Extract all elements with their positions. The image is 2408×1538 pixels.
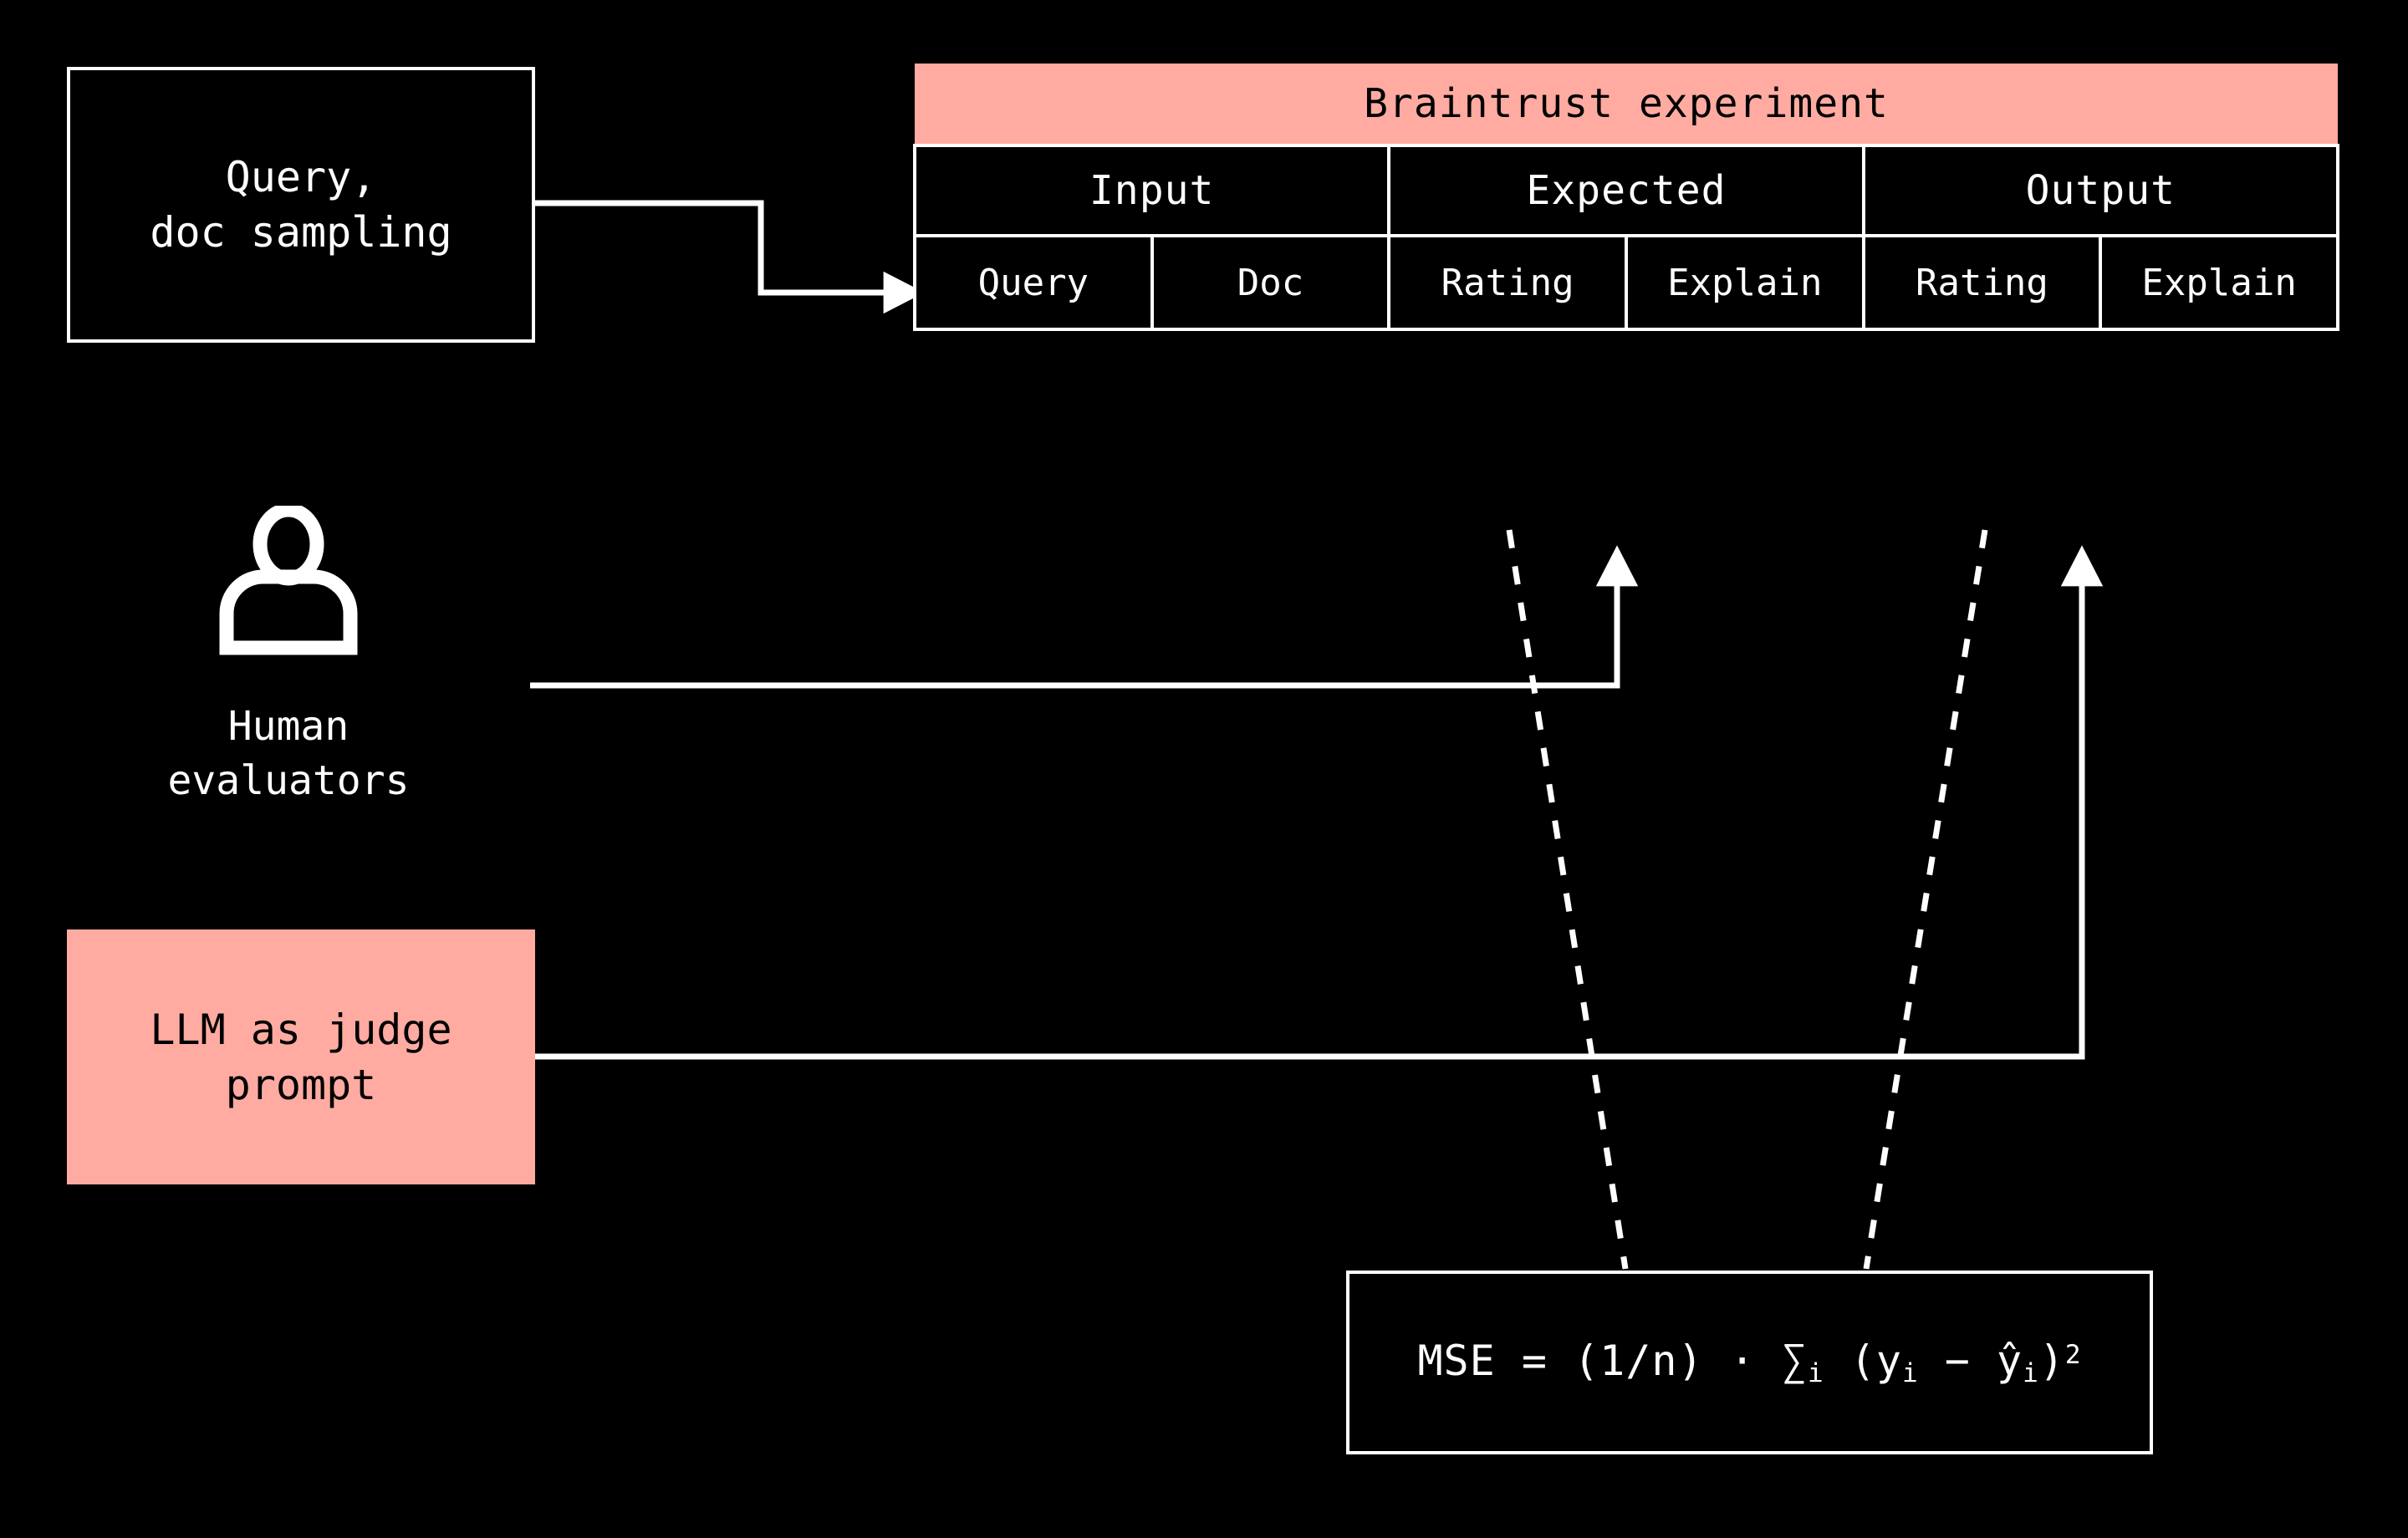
connector-llm-to-output-rating xyxy=(535,545,2104,1060)
field-input-doc: Doc xyxy=(1150,234,1391,331)
connector-human-to-expected-rating xyxy=(530,545,1639,689)
mse-minus: − xyxy=(1918,1337,1997,1386)
mse-yhat-subscript: i xyxy=(2023,1357,2039,1388)
table-group-row: Input Expected Output xyxy=(912,144,2340,237)
field-expected-rating: Rating xyxy=(1387,234,1628,331)
mse-sigma-subscript: i xyxy=(1808,1357,1824,1388)
column-group-input: Input xyxy=(912,144,1391,237)
field-output-rating: Rating xyxy=(1861,234,2103,331)
field-expected-explain: Explain xyxy=(1624,234,1865,331)
experiment-banner-title: Braintrust experiment xyxy=(915,64,2338,145)
mse-formula-text: MSE = (1/n) · ∑i (yi − ŷi)2 xyxy=(1417,1337,2081,1388)
column-group-output: Output xyxy=(1861,144,2340,237)
person-icon xyxy=(219,506,358,655)
connector-query-to-table xyxy=(535,200,925,314)
connector-expected-rating-to-mse xyxy=(1506,529,1629,1270)
mse-open-paren: (y xyxy=(1824,1337,1902,1386)
braintrust-experiment-table: Braintrust experiment Input Expected Out… xyxy=(912,64,2340,331)
field-output-explain: Explain xyxy=(2099,234,2339,331)
field-input-query: Query xyxy=(913,234,1154,331)
mse-lead: MSE = (1/n) · xyxy=(1417,1337,1782,1386)
table-banner-row: Braintrust experiment xyxy=(915,64,2338,145)
table-field-row: Query Doc Rating Explain Rating Explain xyxy=(913,234,2339,331)
mse-y-subscript: i xyxy=(1901,1357,1919,1388)
human-evaluators-node: Human evaluators xyxy=(142,506,435,808)
mse-exponent: 2 xyxy=(2064,1340,2082,1371)
mse-yhat: ŷ xyxy=(1996,1337,2023,1386)
connector-output-rating-to-mse xyxy=(1863,529,1988,1270)
llm-as-judge-prompt-node: LLM as judge prompt xyxy=(67,929,535,1184)
column-group-expected: Expected xyxy=(1387,144,1865,237)
mse-formula-node: MSE = (1/n) · ∑i (yi − ŷi)2 xyxy=(1346,1271,2153,1454)
query-doc-sampling-node: Query, doc sampling xyxy=(67,67,535,343)
mse-sigma: ∑ xyxy=(1781,1337,1808,1386)
human-evaluators-label: Human evaluators xyxy=(167,703,410,804)
mse-close-paren: ) xyxy=(2038,1337,2065,1386)
